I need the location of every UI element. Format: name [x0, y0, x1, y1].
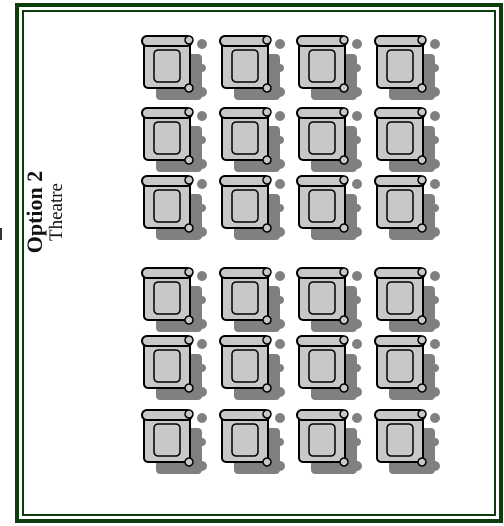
seat-icon	[297, 108, 362, 172]
seat-icon	[142, 410, 207, 474]
seat-icon	[375, 36, 440, 100]
seat-icon	[375, 336, 440, 400]
seat-icon	[375, 108, 440, 172]
seat-icon	[297, 176, 362, 240]
seat-icon	[142, 268, 207, 332]
seat-icon	[142, 36, 207, 100]
seat-icon	[142, 108, 207, 172]
seat-icon	[220, 336, 285, 400]
seat-icon	[220, 108, 285, 172]
seat-icon	[142, 176, 207, 240]
seat-icon	[220, 36, 285, 100]
seat-icon	[297, 268, 362, 332]
seat-icon	[142, 336, 207, 400]
seat-icon	[297, 336, 362, 400]
seat-icon	[220, 268, 285, 332]
seat-icon	[375, 410, 440, 474]
seat-icon	[375, 176, 440, 240]
seat-icon	[220, 410, 285, 474]
seat-icon	[375, 268, 440, 332]
seat-icon	[220, 176, 285, 240]
seat-icon	[297, 36, 362, 100]
seat-icon	[297, 410, 362, 474]
